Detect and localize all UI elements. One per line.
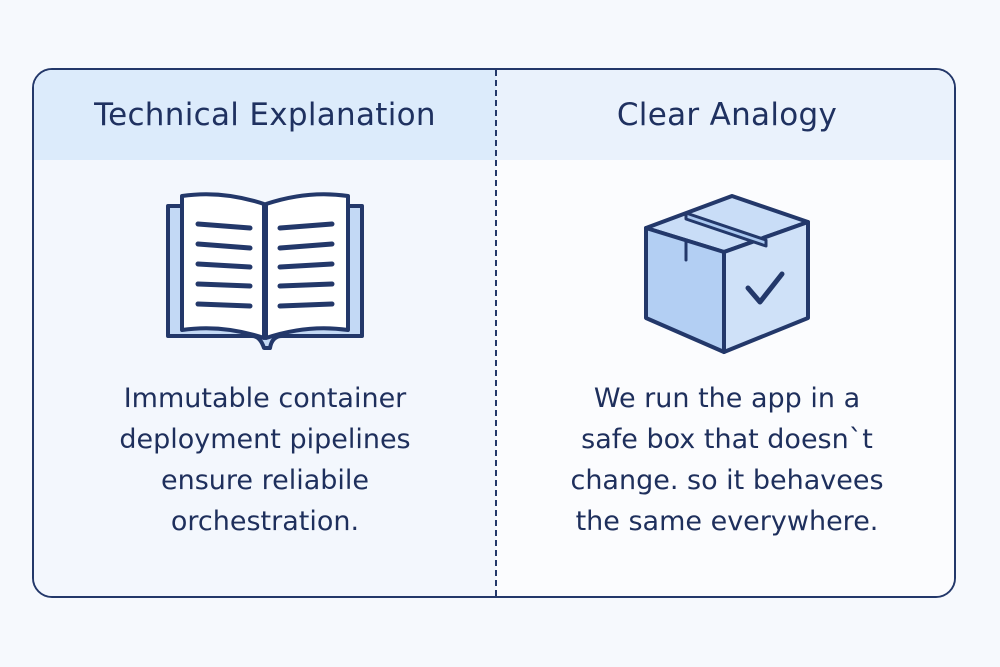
open-book-icon — [166, 192, 364, 350]
open-book-illustration — [34, 188, 496, 368]
text-line: ensure reliabile — [160, 465, 370, 496]
dashed-divider — [495, 70, 497, 596]
text-line: Immutable container — [123, 383, 407, 414]
text-line: We run the app in a — [593, 383, 861, 414]
text-line: the same everywhere. — [575, 506, 879, 537]
text-line: change. so it behavees — [570, 465, 884, 496]
box-illustration — [496, 188, 954, 358]
clear-analogy-title: Clear Analogy — [496, 70, 954, 160]
technical-explanation-text: Immutable container deployment pipelines… — [34, 378, 496, 542]
text-line: deployment pipelines — [119, 424, 411, 455]
text-line: safe box that doesn`t — [581, 424, 873, 455]
text-line: orchestration. — [170, 506, 360, 537]
technical-explanation-title: Technical Explanation — [34, 70, 496, 160]
comparison-card: Technical Explanation — [32, 68, 956, 598]
clear-analogy-text: We run the app in a safe box that doesn`… — [496, 378, 954, 542]
box-check-icon — [644, 194, 810, 354]
clear-analogy-panel: Clear Analogy We run the app in a safe b… — [496, 70, 954, 596]
technical-explanation-panel: Technical Explanation — [34, 70, 496, 596]
